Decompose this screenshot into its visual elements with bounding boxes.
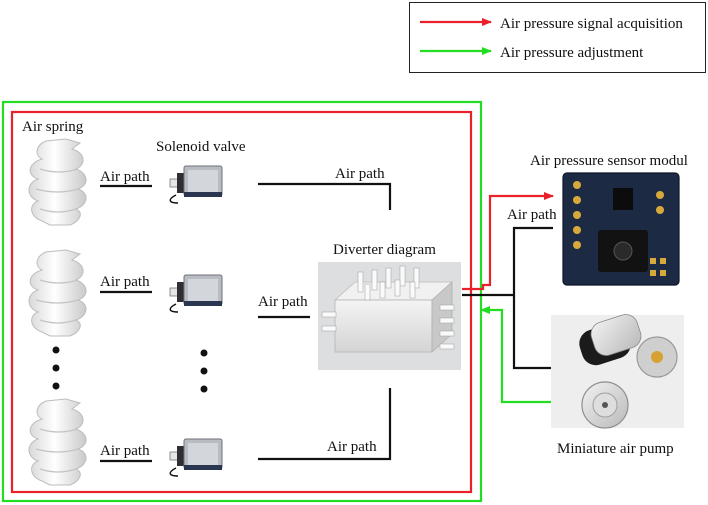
air-spring-icon: [28, 138, 87, 226]
sensor-module-title: Air pressure sensor modul: [530, 153, 688, 169]
row1-right-path-line: [258, 182, 392, 210]
solenoid-valve-icon: [169, 438, 223, 477]
signal-connection: [462, 192, 554, 291]
row1-right-path-label: Air path: [335, 166, 385, 182]
diverter-title: Diverter diagram: [333, 242, 436, 258]
row3-left-path-label: Air path: [100, 443, 150, 459]
sensor-module-icon: [556, 170, 684, 290]
main-air-path: [462, 226, 553, 370]
row2-right-path-label: Air path: [258, 294, 308, 310]
legend: Air pressure signal acquisition Air pres…: [409, 2, 706, 73]
air-spring-title: Air spring: [22, 119, 84, 135]
air-spring-icon: [28, 398, 87, 486]
row3-right-path-label: Air path: [327, 439, 377, 455]
adjustment-frame: [1, 100, 483, 503]
air-spring-icon: [28, 249, 87, 337]
air-pump-icon: [551, 314, 684, 429]
row1-left-path-label: Air path: [100, 169, 150, 185]
sensor-path-label: Air path: [507, 207, 557, 223]
solenoid-valve-icon: [169, 274, 223, 313]
legend-item-adjustment: Air pressure adjustment: [500, 45, 644, 61]
solenoid-valve-icon: [169, 165, 223, 204]
air-pump-title: Miniature air pump: [557, 441, 674, 457]
adjustment-connection: [480, 306, 553, 404]
legend-box: [409, 2, 706, 73]
legend-item-signal: Air pressure signal acquisition: [500, 16, 683, 32]
solenoid-valve-title: Solenoid valve: [156, 139, 246, 155]
row2-left-path-label: Air path: [100, 274, 150, 290]
more-items-dots-left: [52, 346, 60, 390]
more-items-dots-right: [200, 349, 208, 393]
diverter-block-icon: [318, 262, 461, 370]
signal-frame: [10, 110, 473, 494]
row3-right-path-line: [258, 388, 392, 461]
